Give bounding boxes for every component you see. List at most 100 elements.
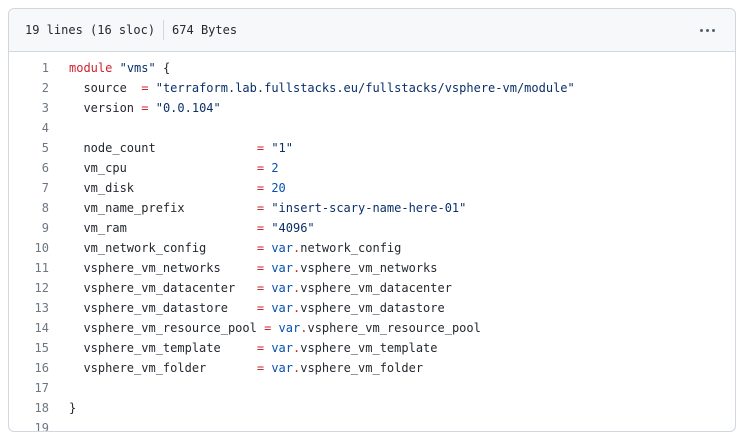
line-number[interactable]: 5 — [41, 141, 49, 155]
code-token: vm_cpu — [69, 161, 257, 175]
code-token: 20 — [271, 181, 286, 195]
code-line: 8 vm_name_prefix = "insert-scary-name-he… — [9, 198, 735, 218]
code-token: = — [256, 301, 265, 315]
code-token: var — [271, 341, 293, 355]
line-content: } — [49, 398, 76, 418]
code-token: var — [271, 241, 293, 255]
code-token: vsphere_vm_datacenter — [300, 281, 452, 295]
code-token: vm_disk — [69, 181, 257, 195]
line-content: vsphere_vm_template = var.vsphere_vm_tem… — [49, 338, 437, 358]
code-token: . — [293, 361, 301, 375]
line-number[interactable]: 2 — [41, 81, 49, 95]
code-token: vsphere_vm_datastore — [300, 301, 445, 315]
code-token: vm_ram — [69, 221, 257, 235]
line-content: version = "0.0.104" — [49, 98, 221, 118]
code-token: = — [256, 361, 265, 375]
code-line: 3 version = "0.0.104" — [9, 98, 735, 118]
code-token: = — [256, 221, 265, 235]
file-header: 19 lines (16 sloc) 674 Bytes — [9, 9, 735, 52]
code-line: 12 vsphere_vm_datacenter = var.vsphere_v… — [9, 278, 735, 298]
code-token: } — [69, 401, 77, 415]
line-number[interactable]: 4 — [41, 121, 49, 135]
code-token: vsphere_vm_folder — [69, 361, 257, 375]
code-token: source — [69, 81, 142, 95]
code-token: vsphere_vm_datastore — [69, 301, 257, 315]
line-content — [49, 118, 69, 138]
code-token: version — [69, 101, 142, 115]
code-token: "insert-scary-name-here-01" — [271, 201, 467, 215]
code-token: node_count — [69, 141, 257, 155]
line-count-info: 19 lines (16 sloc) — [25, 23, 156, 37]
file-size-info: 674 Bytes — [172, 23, 238, 37]
code-token: = — [256, 241, 265, 255]
code-token: = — [141, 81, 149, 95]
code-token: = — [256, 161, 265, 175]
line-content: node_count = "1" — [49, 138, 293, 158]
code-token: { — [155, 61, 171, 75]
code-token: "4096" — [271, 221, 315, 235]
line-number[interactable]: 15 — [34, 341, 49, 355]
code-token: "vms" — [119, 61, 156, 75]
line-number[interactable]: 8 — [41, 201, 49, 215]
code-token: vsphere_vm_template — [69, 341, 257, 355]
code-token — [148, 81, 155, 95]
line-content: vm_network_config = var.network_config — [49, 238, 401, 258]
code-line: 11 vsphere_vm_networks = var.vsphere_vm_… — [9, 258, 735, 278]
line-number[interactable]: 7 — [41, 181, 49, 195]
code-token: var — [271, 361, 293, 375]
kebab-dot — [706, 28, 709, 32]
code-token: vsphere_vm_networks — [69, 261, 257, 275]
code-token: . — [300, 321, 308, 335]
kebab-horizontal-icon[interactable] — [696, 23, 719, 38]
kebab-dot — [712, 28, 715, 32]
code-line: 13 vsphere_vm_datastore = var.vsphere_vm… — [9, 298, 735, 318]
line-number[interactable]: 19 — [34, 421, 49, 432]
line-number[interactable]: 16 — [34, 361, 49, 375]
line-number[interactable]: 6 — [41, 161, 49, 175]
line-content: vm_disk = 20 — [49, 178, 286, 198]
line-content: vm_cpu = 2 — [49, 158, 278, 178]
code-token: = — [264, 321, 272, 335]
code-line: 5 node_count = "1" — [9, 138, 735, 158]
line-number[interactable]: 12 — [34, 281, 49, 295]
code-token: "terraform.lab.fullstacks.eu/fullstacks/… — [155, 81, 575, 95]
line-content — [49, 378, 69, 398]
code-line: 14 vsphere_vm_resource_pool = var.vspher… — [9, 318, 735, 338]
line-number[interactable]: 18 — [34, 401, 49, 415]
code-token: vsphere_vm_datacenter — [69, 281, 257, 295]
code-token: . — [293, 281, 301, 295]
line-content: vsphere_vm_networks = var.vsphere_vm_net… — [49, 258, 438, 278]
code-line: 15 vsphere_vm_template = var.vsphere_vm_… — [9, 338, 735, 358]
code-token — [271, 321, 278, 335]
line-number[interactable]: 17 — [34, 381, 49, 395]
code-token: "1" — [271, 141, 293, 155]
code-token — [112, 61, 119, 75]
line-content: module "vms" { — [49, 58, 170, 78]
code-token: . — [293, 341, 301, 355]
code-token: = — [256, 281, 265, 295]
code-token: = — [256, 181, 265, 195]
line-number[interactable]: 10 — [34, 241, 49, 255]
code-token: . — [293, 261, 301, 275]
line-number[interactable]: 13 — [34, 301, 49, 315]
line-number[interactable]: 11 — [34, 261, 49, 275]
code-line: 2 source = "terraform.lab.fullstacks.eu/… — [9, 78, 735, 98]
code-token: vm_name_prefix — [69, 201, 257, 215]
code-token: network_config — [300, 241, 402, 255]
code-token: var — [278, 321, 301, 335]
line-content: vsphere_vm_folder = var.vsphere_vm_folde… — [49, 358, 423, 378]
code-token: var — [271, 261, 293, 275]
code-line: 9 vm_ram = "4096" — [9, 218, 735, 238]
code-token: vsphere_vm_folder — [300, 361, 424, 375]
line-number[interactable]: 3 — [41, 101, 49, 115]
line-number[interactable]: 1 — [41, 61, 49, 75]
line-number[interactable]: 9 — [41, 221, 49, 235]
code-token: module — [69, 61, 113, 75]
kebab-dot — [700, 28, 703, 32]
line-number[interactable]: 14 — [34, 321, 49, 335]
code-token: . — [293, 301, 301, 315]
code-token: "0.0.104" — [155, 101, 221, 115]
code-token: vsphere_vm_networks — [300, 261, 438, 275]
